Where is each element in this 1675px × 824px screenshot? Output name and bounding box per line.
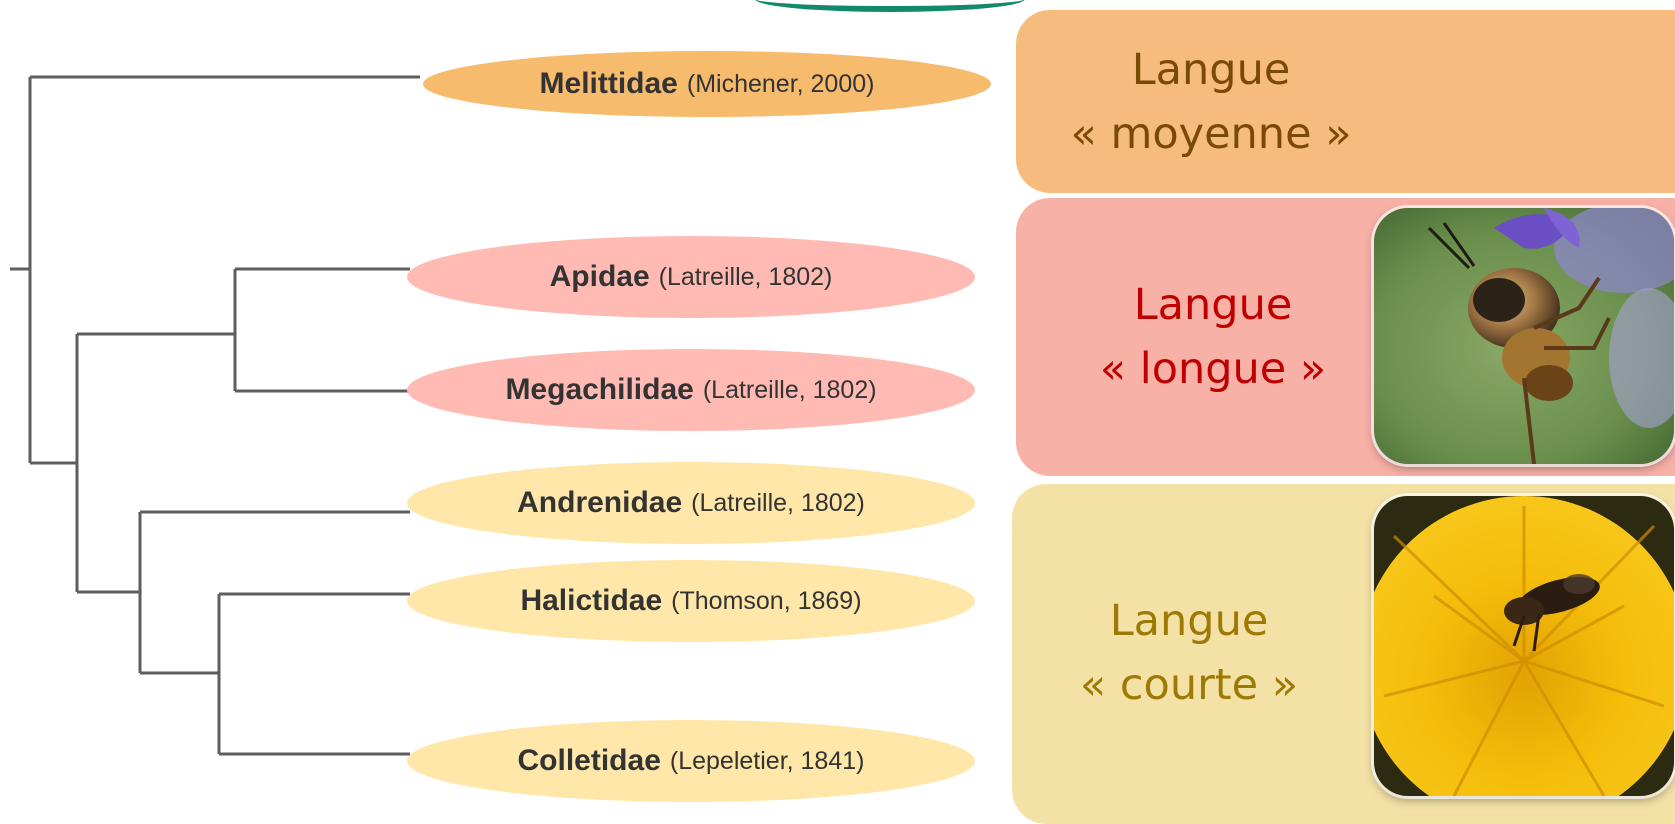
tongue-group-label: Langue « longue » bbox=[1038, 273, 1388, 401]
family-authority: (Latreille, 1802) bbox=[691, 488, 865, 517]
tongue-label-line1: Langue bbox=[1109, 596, 1269, 646]
bee-on-dandelion-photo bbox=[1374, 496, 1674, 796]
top-decorative-arc bbox=[755, 0, 1025, 12]
family-name: Andrenidae bbox=[517, 486, 683, 519]
family-pill-megachilidae: Megachilidae (Latreille, 1802) bbox=[407, 349, 975, 431]
tongue-label-line2: « courte » bbox=[1079, 660, 1299, 710]
phylogenetic-tree bbox=[10, 75, 420, 756]
tongue-label-line2: « longue » bbox=[1099, 344, 1327, 394]
family-pill-apidae: Apidae (Latreille, 1802) bbox=[407, 236, 975, 318]
family-authority: (Latreille, 1802) bbox=[702, 375, 877, 404]
family-name: Colletidae bbox=[517, 744, 661, 777]
tongue-group-medium: Langue « moyenne » bbox=[1016, 10, 1675, 193]
family-name: Apidae bbox=[549, 260, 650, 293]
tongue-group-label: Langue « courte » bbox=[1014, 589, 1364, 717]
tongue-label-line1: Langue bbox=[1131, 45, 1291, 95]
tongue-group-label: Langue « moyenne » bbox=[1036, 38, 1386, 166]
tongue-label-line1: Langue bbox=[1133, 280, 1293, 330]
family-pill-melittidae: Melittidae (Michener, 2000) bbox=[423, 51, 991, 117]
family-name: Melittidae bbox=[539, 67, 678, 100]
family-name: Megachilidae bbox=[505, 373, 694, 406]
family-authority: (Lepeletier, 1841) bbox=[669, 746, 865, 775]
bee-on-purple-flower-photo bbox=[1374, 208, 1674, 464]
family-authority: (Thomson, 1869) bbox=[671, 586, 862, 615]
family-authority: (Michener, 2000) bbox=[686, 69, 875, 98]
family-name: Halictidae bbox=[520, 584, 663, 617]
family-authority: (Latreille, 1802) bbox=[658, 262, 833, 291]
family-pill-andrenidae: Andrenidae (Latreille, 1802) bbox=[407, 462, 975, 544]
family-pill-colletidae: Colletidae (Lepeletier, 1841) bbox=[407, 720, 975, 802]
family-pill-halictidae: Halictidae (Thomson, 1869) bbox=[407, 560, 975, 642]
tongue-label-line2: « moyenne » bbox=[1070, 109, 1352, 159]
